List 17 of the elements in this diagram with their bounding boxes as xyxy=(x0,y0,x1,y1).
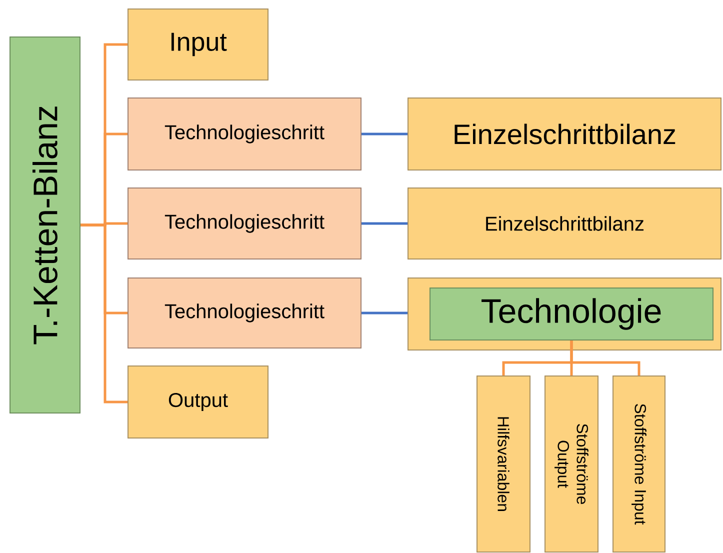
output-box: Output xyxy=(128,366,268,438)
variable-box: Stoffströme Input xyxy=(612,376,666,552)
variable-box: Stoffströme Output xyxy=(544,376,598,552)
title-bar: T.-Ketten-Bilanz xyxy=(10,36,80,414)
variable-box: Hilfsvariablen xyxy=(476,376,530,552)
connector-line xyxy=(570,340,640,376)
technology-box: Technologie xyxy=(430,288,714,340)
connector-line xyxy=(80,224,128,404)
input-box: Input xyxy=(128,8,268,80)
process-box: Technologieschritt xyxy=(128,188,362,260)
process-box: Technologieschritt xyxy=(128,278,362,348)
connector-line xyxy=(362,312,408,314)
connector-line xyxy=(362,132,408,136)
balance-box: Einzelschrittbilanz xyxy=(408,98,722,170)
balance-box: Einzelschrittbilanz xyxy=(408,188,722,260)
process-box: Technologieschritt xyxy=(128,98,362,170)
connector-line xyxy=(362,222,408,225)
